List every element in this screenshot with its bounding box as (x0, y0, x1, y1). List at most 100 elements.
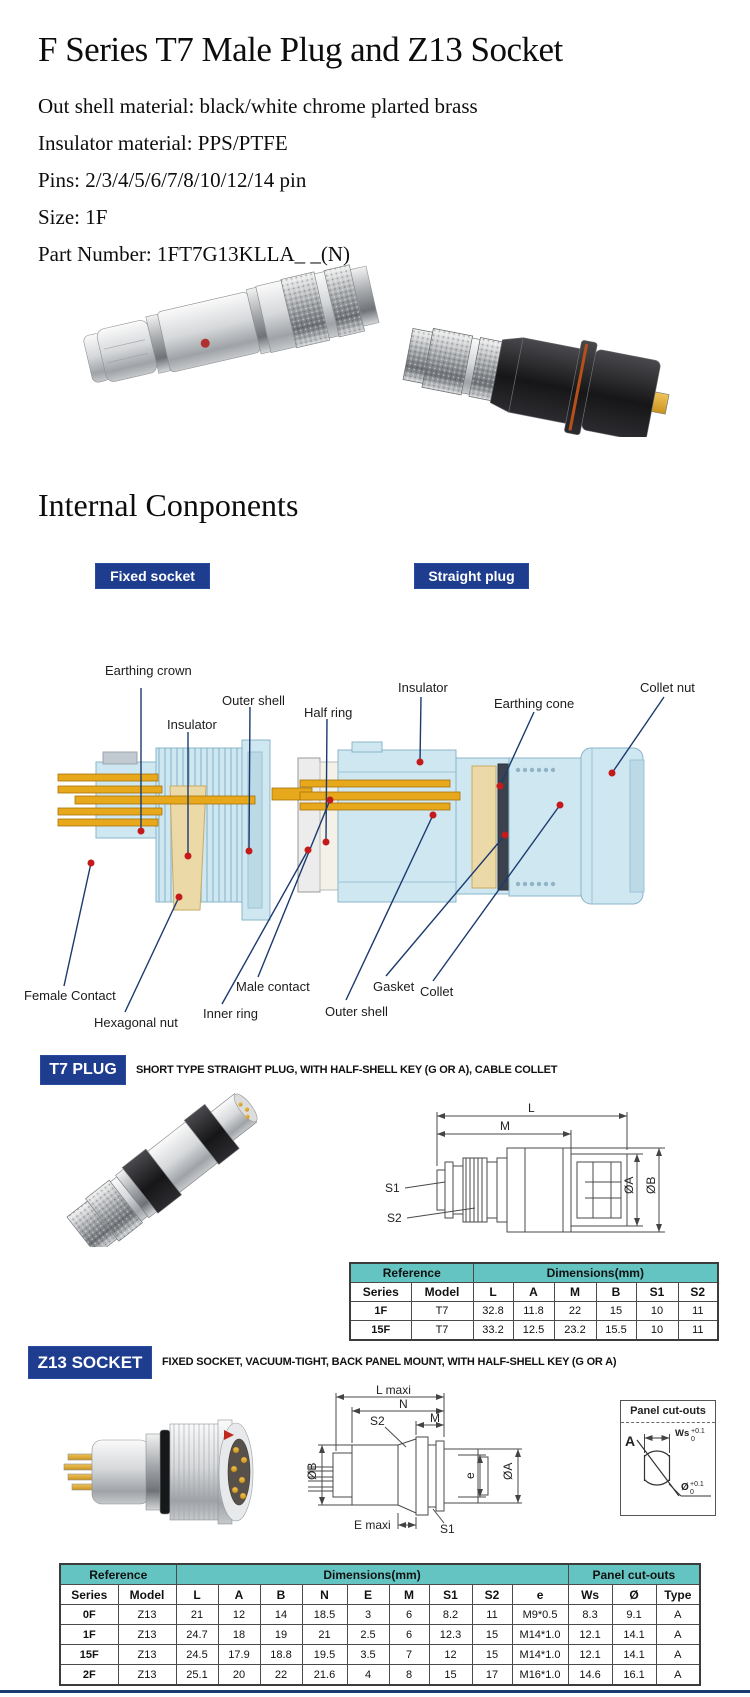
table-cell: 21 (175, 1604, 219, 1625)
group-header: Dimensions(mm) (472, 1262, 719, 1283)
table-cell: 22 (259, 1664, 303, 1686)
label-insulator-left: Insulator (167, 717, 217, 732)
z13-socket-description: FIXED SOCKET, VACUUM-TIGHT, BACK PANEL M… (162, 1356, 617, 1368)
table-cell: 15 (471, 1624, 513, 1645)
table-cell: A (655, 1604, 701, 1625)
table-cell: 20 (217, 1664, 261, 1686)
table-cell: 12 (428, 1644, 473, 1665)
z13-dim-s1: S1 (440, 1522, 455, 1536)
table-cell: Z13 (117, 1644, 177, 1665)
column-header: S1 (635, 1282, 679, 1302)
column-header: S2 (471, 1584, 513, 1605)
column-header: A (512, 1282, 555, 1302)
panel-dia-label: Ø (681, 1482, 689, 1493)
table-cell: Z13 (117, 1664, 177, 1686)
column-header: Type (655, 1584, 701, 1605)
table-cell: 12.3 (428, 1624, 473, 1645)
z13-socket-badge: Z13 SOCKET (28, 1346, 152, 1379)
table-cell: 10 (635, 1301, 679, 1321)
leader-dots (87, 758, 616, 901)
panel-dia-tol-plus: +0.1 (690, 1481, 704, 1488)
table-cell: 12.5 (512, 1320, 555, 1341)
table-cell: T7 (410, 1301, 474, 1321)
z13-dim-s2: S2 (370, 1414, 385, 1428)
group-header: Panel cut-outs (567, 1563, 701, 1585)
product-photos (83, 264, 670, 437)
z13-technical-drawing: L maxi N S2 M ØB e ØA E maxi S1 (305, 1385, 522, 1536)
table-cell: 12.1 (567, 1624, 613, 1645)
label-female-contact: Female Contact (24, 988, 116, 1003)
table-cell: 18.8 (259, 1644, 303, 1665)
table-cell: A (655, 1664, 701, 1686)
table-cell: T7 (410, 1320, 474, 1341)
table-cell: 11.8 (512, 1301, 555, 1321)
table-cell: 18 (217, 1624, 261, 1645)
label-gasket: Gasket (373, 979, 415, 994)
t7-dim-dia-a: ØA (622, 1177, 636, 1194)
table-cell: 23.2 (553, 1320, 597, 1341)
t7-dim-m: M (500, 1119, 510, 1133)
column-header: Series (349, 1282, 412, 1302)
label-earthing-crown: Earthing crown (105, 663, 192, 678)
cutaway-diagrams (57, 688, 665, 1013)
table-cell: 8 (388, 1664, 430, 1686)
column-header: M (388, 1584, 430, 1605)
label-outer-shell-left: Outer shell (222, 693, 285, 708)
column-header: e (511, 1584, 569, 1605)
panel-ws-tol-minus: 0 (691, 1436, 695, 1443)
column-header: Model (410, 1282, 474, 1302)
t7-technical-drawing: L M S1 S2 ØA ØB (385, 1101, 665, 1233)
column-header: N (301, 1584, 348, 1605)
t7-dim-s1: S1 (385, 1181, 400, 1195)
table-cell: 17.9 (217, 1644, 261, 1665)
leader-lines (63, 688, 665, 1013)
panel-cutouts-drawing: A Ws +0.1 0 Ø +0.1 0 (625, 1428, 711, 1497)
table-cell: 1F (349, 1301, 412, 1321)
table-cell: A (655, 1624, 701, 1645)
table-cell: 24.5 (175, 1644, 219, 1665)
t7-dim-s2: S2 (387, 1211, 402, 1225)
spec-list: Out shell material: black/white chrome p… (38, 88, 478, 273)
straight-plug-cutaway (271, 741, 645, 905)
column-header: L (175, 1584, 219, 1605)
column-header: M (553, 1282, 597, 1302)
table-cell: 0F (59, 1604, 119, 1625)
spec-line-pins: Pins: 2/3/4/5/6/7/8/10/12/14 pin (38, 168, 307, 192)
table-cell: 4 (346, 1664, 390, 1686)
t7-dim-dia-b: ØB (644, 1177, 658, 1194)
spec-line-insulator: Insulator material: PPS/PTFE (38, 131, 288, 155)
z13-dim-n: N (399, 1397, 408, 1411)
table-cell: 3.5 (346, 1644, 390, 1665)
group-header: Dimensions(mm) (175, 1563, 569, 1585)
column-header: A (217, 1584, 261, 1605)
table-cell: M14*1.0 (511, 1644, 569, 1665)
z13-dim-e-maxi: E maxi (354, 1518, 391, 1532)
table-cell: 32.8 (472, 1301, 514, 1321)
table-cell: 8.2 (428, 1604, 473, 1625)
table-cell: 15 (471, 1644, 513, 1665)
column-header: L (472, 1282, 514, 1302)
panel-cutouts-box: Panel cut-outs A Ws +0.1 0 Ø (620, 1400, 716, 1516)
z13-dim-dia-b: ØB (305, 1463, 319, 1480)
table-cell: 14.1 (611, 1644, 657, 1665)
spec-line-part-number: Part Number: 1FT7G13KLLA_ _(N) (38, 242, 351, 266)
z13-dim-l-maxi: L maxi (376, 1385, 411, 1397)
table-cell: 19 (259, 1624, 303, 1645)
z13-socket-photo (63, 1419, 254, 1525)
table-cell: 21.6 (301, 1664, 348, 1686)
table-cell: 21 (301, 1624, 348, 1645)
label-half-ring: Half ring (304, 705, 353, 720)
table-cell: 11 (471, 1604, 513, 1625)
table-cell: 15 (428, 1664, 473, 1686)
t7-plug-badge: T7 PLUG (40, 1055, 126, 1085)
panel-dia-tol-minus: 0 (690, 1489, 694, 1496)
table-cell: 22 (553, 1301, 597, 1321)
table-cell: Z13 (117, 1624, 177, 1645)
